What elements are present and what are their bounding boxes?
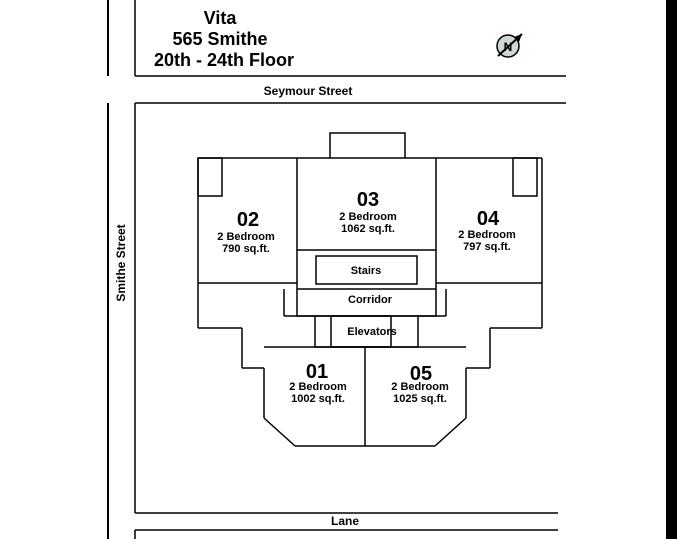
unit-type: 2 Bedroom — [217, 231, 275, 243]
unit-area: 797 sq.ft. — [463, 241, 511, 253]
unit-number: 05 — [410, 363, 432, 385]
unit-type: 2 Bedroom — [391, 381, 449, 393]
north-arrow-icon: N — [496, 33, 523, 58]
unit-area: 1025 sq.ft. — [393, 393, 447, 405]
unit-type: 2 Bedroom — [339, 211, 397, 223]
unit-area: 1062 sq.ft. — [341, 223, 395, 235]
header-frame — [107, 0, 566, 77]
corridor-label: Corridor — [348, 294, 393, 306]
elevators-label: Elevators — [347, 326, 397, 338]
unit-01: 01 2 Bedroom 1002 sq.ft. — [289, 361, 347, 405]
stairs-label: Stairs — [351, 265, 382, 277]
floor-range: 20th - 24th Floor — [154, 50, 294, 70]
building-name: Vita — [204, 8, 238, 28]
unit-area: 1002 sq.ft. — [291, 393, 345, 405]
unit-type: 2 Bedroom — [458, 229, 516, 241]
street-seymour: Seymour Street — [264, 84, 353, 98]
site-boundary — [107, 102, 566, 539]
building-outline — [197, 132, 543, 447]
unit-03: 03 2 Bedroom 1062 sq.ft. — [339, 189, 397, 235]
unit-05: 05 2 Bedroom 1025 sq.ft. — [391, 363, 449, 405]
street-smithe: Smithe Street — [114, 224, 128, 301]
unit-02: 02 2 Bedroom 790 sq.ft. — [217, 209, 275, 255]
unit-type: 2 Bedroom — [289, 381, 347, 393]
building-address: 565 Smithe — [172, 29, 267, 49]
street-lane: Lane — [331, 514, 359, 528]
unit-number: 04 — [477, 208, 500, 230]
unit-number: 02 — [237, 209, 259, 231]
page-edge — [666, 0, 677, 539]
unit-number: 03 — [357, 189, 379, 211]
compass-label: N — [504, 40, 513, 54]
unit-area: 790 sq.ft. — [222, 243, 270, 255]
unit-04: 04 2 Bedroom 797 sq.ft. — [458, 208, 516, 253]
unit-number: 01 — [306, 361, 328, 383]
